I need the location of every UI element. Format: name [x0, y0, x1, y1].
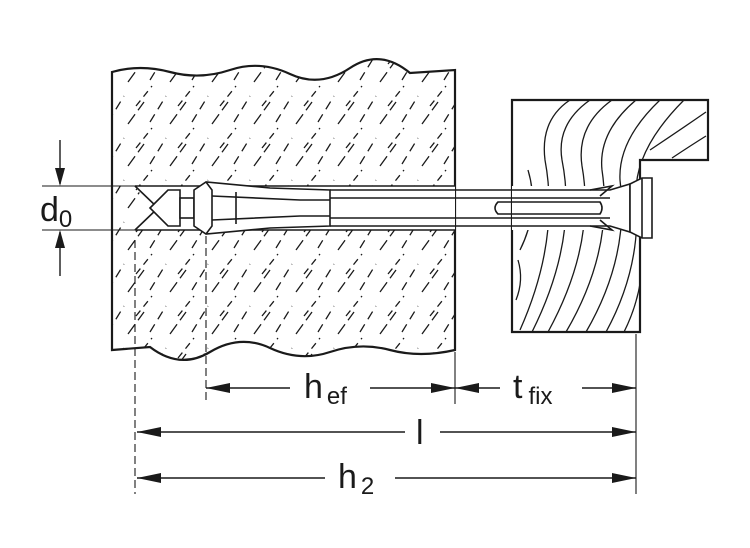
dimension-extension-lines	[42, 185, 637, 494]
h2-dimension	[137, 473, 636, 483]
hef-tfix-dimension	[206, 383, 636, 393]
anchor-assembly	[148, 177, 653, 239]
l-dimension	[137, 427, 636, 437]
d0-label: d0	[40, 191, 72, 233]
d0-dimension	[55, 140, 65, 276]
l-label: l	[416, 414, 424, 452]
